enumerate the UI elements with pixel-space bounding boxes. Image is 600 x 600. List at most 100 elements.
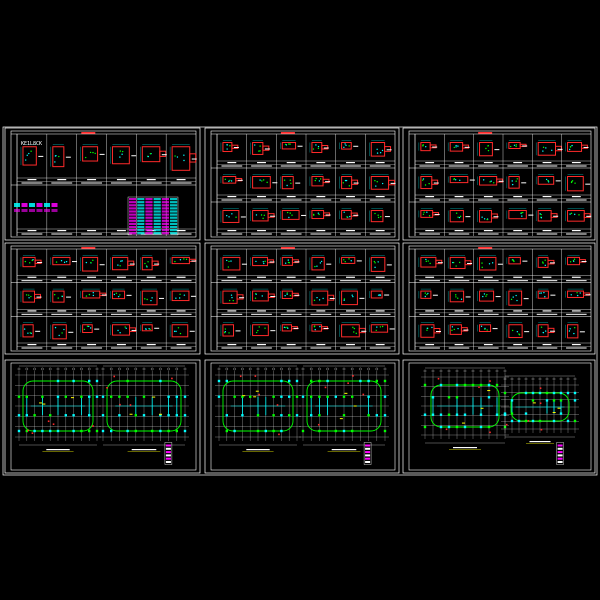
- rebar-dot: [230, 260, 232, 262]
- rebar-dot: [235, 216, 237, 218]
- rebar-dot: [121, 260, 123, 262]
- caption-text: [483, 344, 493, 346]
- caption-text: [340, 347, 361, 349]
- caption-text: [257, 196, 266, 198]
- note-text: [264, 148, 270, 150]
- plan-caption: [331, 449, 357, 451]
- column-section-wing: [462, 144, 469, 149]
- note-text: [356, 260, 362, 262]
- rebar-dot: [481, 262, 483, 264]
- rebar-dot: [569, 146, 572, 148]
- note-text: [241, 263, 247, 265]
- note-text: [359, 297, 365, 299]
- column-section: [370, 176, 390, 190]
- column: [288, 379, 291, 383]
- column-section-wing: [579, 259, 586, 263]
- rebar-dot: [515, 180, 517, 182]
- caption-text: [221, 233, 243, 235]
- column: [49, 429, 52, 433]
- axis-bubble: [33, 367, 36, 371]
- rebar-dot: [125, 327, 127, 330]
- note-text: [189, 330, 195, 332]
- caption-text: [280, 199, 302, 201]
- rebar-dot: [144, 298, 146, 300]
- schedule-cell: [170, 198, 178, 201]
- caption-text: [57, 344, 67, 346]
- rebar-dot: [571, 144, 573, 147]
- axis-bubble: [95, 367, 99, 371]
- plan-caption: [46, 449, 70, 451]
- rebar-dot: [288, 262, 291, 264]
- column: [17, 429, 21, 433]
- column-section: [311, 290, 329, 306]
- column: [183, 429, 187, 433]
- note-text: [269, 261, 275, 263]
- legend-swatch: [21, 209, 28, 212]
- legend-box: [363, 442, 372, 465]
- marker: [239, 375, 242, 378]
- schedule-cell: [137, 204, 145, 207]
- caption-text: [375, 230, 385, 232]
- caption-text: [375, 196, 385, 198]
- schedule-cell: [145, 210, 153, 213]
- rebar-dot: [266, 181, 268, 184]
- caption-text: [454, 196, 464, 198]
- note-text: [469, 179, 475, 181]
- note-text: [465, 216, 471, 218]
- caption-text: [176, 310, 186, 312]
- schedule-cell: [170, 210, 178, 213]
- rebar-dot: [122, 150, 124, 153]
- rebar-dot: [353, 327, 356, 330]
- rebar-dot: [426, 329, 428, 331]
- caption-text: [110, 280, 132, 282]
- caption-text: [454, 344, 464, 346]
- schedule-cell: [153, 222, 161, 225]
- caption-text: [116, 179, 126, 181]
- column-section-wing: [490, 213, 498, 219]
- caption-text: [51, 347, 73, 349]
- schedule-cell: [170, 229, 178, 232]
- marker: [113, 375, 116, 378]
- rebar-dot: [315, 144, 317, 146]
- rebar-dot: [380, 216, 382, 218]
- column-section: [82, 324, 93, 334]
- column: [524, 391, 528, 395]
- column: [573, 399, 577, 402]
- caption-text: [571, 196, 581, 198]
- rebar-dot: [460, 298, 463, 300]
- sheet-inner-frame: [10, 245, 197, 352]
- rebar-dot: [263, 262, 265, 265]
- caption-text: [227, 276, 237, 278]
- rebar-dot: [119, 265, 121, 267]
- caption-text: [316, 344, 326, 346]
- note-text: [329, 298, 335, 300]
- rebar-dot: [352, 326, 354, 329]
- sheet-frame: [204, 242, 400, 355]
- note-text: [361, 330, 367, 332]
- plan-caption: [131, 449, 157, 451]
- note-text: [553, 215, 559, 217]
- rebar-dot: [511, 259, 514, 261]
- caption-text: [170, 280, 192, 282]
- rebar-dot: [288, 216, 290, 219]
- rebar-dot: [511, 180, 513, 182]
- rebar-dot: [569, 328, 571, 330]
- column-section-wing: [267, 293, 275, 298]
- rebar-dot: [261, 180, 263, 182]
- schedule-cell: [137, 201, 145, 204]
- rebar-dot: [424, 184, 427, 186]
- caption-text: [27, 310, 37, 312]
- rebar-dot: [490, 180, 492, 182]
- caption-text: [542, 162, 552, 164]
- column-section: [252, 324, 269, 337]
- column-section: [141, 256, 153, 271]
- column: [56, 395, 60, 398]
- schedule-cell: [170, 216, 178, 219]
- rebar-dot: [518, 333, 520, 335]
- floor-plan: [421, 367, 509, 450]
- column-section: [311, 176, 324, 187]
- column-section-wing: [291, 259, 299, 264]
- column-section: [252, 210, 269, 222]
- rebar-dot: [574, 213, 576, 216]
